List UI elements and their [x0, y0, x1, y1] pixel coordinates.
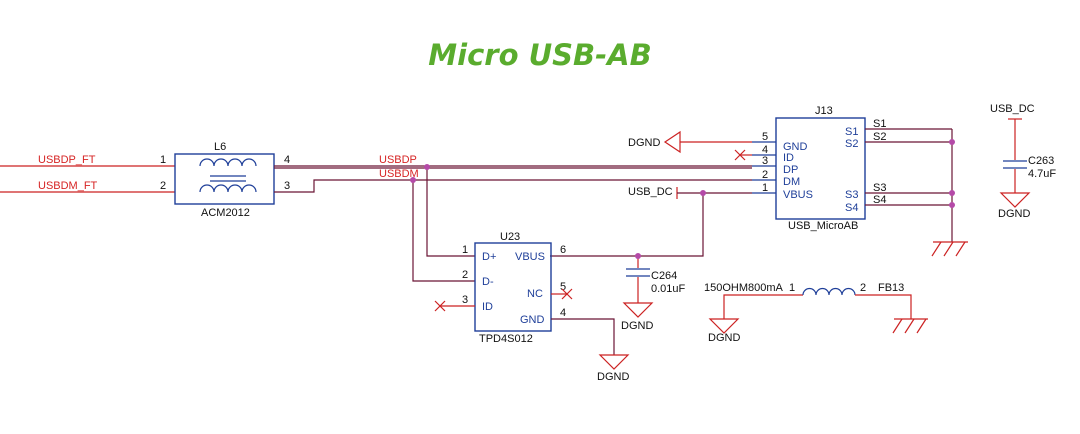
- dgnd-label-c263: DGND: [998, 208, 1030, 220]
- choke-l6: L6 ACM2012 1 2 3 4: [160, 141, 290, 219]
- u23-pin-6: 6: [560, 244, 566, 256]
- u23-pin-gnd: GND: [520, 314, 545, 326]
- l6-pin-4: 4: [284, 154, 290, 166]
- capacitor-c263: USB_DC C263 4.7uF DGND: [990, 103, 1056, 220]
- u23-pin-1: 1: [462, 244, 468, 256]
- j13-pin-dp: DP: [783, 164, 798, 176]
- u23-pin-dplus: D+: [482, 251, 496, 263]
- ground-symbol-u23: DGND: [597, 354, 630, 383]
- no-connect-j13-id: [734, 149, 752, 161]
- u23-pin-nc: NC: [527, 288, 543, 300]
- connector-j13: J13 USB_MicroAB 5 4 3 2 1 GND ID DP DM V…: [752, 105, 953, 242]
- u23-pin-2: 2: [462, 269, 468, 281]
- j13-pin-4: 4: [762, 144, 768, 156]
- fb13-pin-1: 1: [789, 282, 795, 294]
- fb13-pin-2: 2: [860, 282, 866, 294]
- net-usb-dc-vbus: USB_DC: [550, 186, 752, 257]
- page-title: Micro USB-AB: [428, 38, 652, 72]
- fb13-coil: [802, 287, 856, 296]
- j13-ref: J13: [815, 105, 833, 117]
- j13-pin-dm: DM: [783, 176, 800, 188]
- dgnd-label-c264: DGND: [621, 320, 653, 332]
- j13-pin-s4: S4: [845, 202, 858, 214]
- u23-pin-vbus: VBUS: [515, 251, 545, 263]
- j13-pin-s3: S3: [845, 189, 858, 201]
- junction-dot: [410, 177, 416, 183]
- net-usbdm: USBDM: [274, 168, 752, 282]
- u23-pin-3: 3: [462, 294, 468, 306]
- j13-body: [775, 117, 866, 220]
- c264-value: 0.01uF: [651, 283, 686, 295]
- ic-u23: U23 TPD4S012 1 2 3 D+ D- ID 6 5 4 VBUS N…: [434, 231, 615, 355]
- ground-icon: [999, 192, 1031, 208]
- junction-dot: [949, 190, 955, 196]
- c263-ref: C263: [1028, 155, 1054, 167]
- ground-icon: [622, 302, 654, 318]
- junction-dot: [635, 253, 641, 259]
- l6-pin-1: 1: [160, 154, 166, 166]
- capacitor-c264: C264 0.01uF DGND: [621, 256, 686, 332]
- j13-pin-3: 3: [762, 155, 768, 167]
- dgnd-label-j13: DGND: [628, 137, 660, 149]
- l6-coil-top: [199, 158, 257, 167]
- u23-pin-4: 4: [560, 307, 566, 319]
- j13-pin-s2: S2: [845, 138, 858, 150]
- net-label-usb-dc: USB_DC: [628, 186, 673, 198]
- fb13-value: 150OHM800mA: [704, 282, 784, 294]
- l6-value: ACM2012: [201, 207, 250, 219]
- junction-dot: [949, 202, 955, 208]
- u23-pin-id: ID: [482, 301, 493, 313]
- l6-ref: L6: [214, 141, 226, 153]
- j13-wire-s4: S4: [873, 194, 886, 206]
- net-label-usbdp-ft: USBDP_FT: [38, 154, 96, 166]
- j13-pin-gnd: GND: [783, 141, 808, 153]
- j13-value: USB_MicroAB: [788, 220, 858, 232]
- j13-pin-s1: S1: [845, 126, 858, 138]
- j13-pin-5: 5: [762, 131, 768, 143]
- j13-pin-1: 1: [762, 182, 768, 194]
- l6-pin-3: 3: [284, 180, 290, 192]
- junctions: [410, 139, 955, 259]
- j13-pin-id: ID: [783, 152, 794, 164]
- j13-wire-s1: S1: [873, 118, 886, 130]
- j13-pin-vbus: VBUS: [783, 189, 813, 201]
- chassis-ground-symbol: [931, 241, 968, 257]
- u23-body: [474, 242, 552, 332]
- dgnd-label-u23: DGND: [597, 371, 629, 383]
- net-label-usbdp: USBDP: [379, 154, 417, 166]
- fb13-ref: FB13: [878, 282, 904, 294]
- c263-value: 4.7uF: [1028, 168, 1056, 180]
- ground-arrow-icon: [663, 130, 681, 154]
- c264-ref: C264: [651, 270, 677, 282]
- u23-value: TPD4S012: [479, 333, 533, 345]
- net-usbdp: USBDP: [274, 154, 752, 257]
- u23-pin-5: 5: [560, 281, 566, 293]
- j13-gnd-to-dgnd: DGND: [628, 130, 752, 154]
- net-usbdm-ft: USBDM_FT: [0, 180, 175, 193]
- junction-dot: [949, 139, 955, 145]
- ground-icon: [598, 354, 630, 370]
- net-label-usb-dc-c263: USB_DC: [990, 103, 1035, 115]
- j13-pin-2: 2: [762, 169, 768, 181]
- l6-coil-bottom: [199, 184, 257, 193]
- junction-dot: [424, 164, 430, 170]
- u23-ref: U23: [500, 231, 520, 243]
- ferrite-bead-fb13: 150OHM800mA 1 2 FB13 DGND: [704, 282, 928, 344]
- u23-pin-dminus: D-: [482, 276, 494, 288]
- j13-wire-s3: S3: [873, 182, 886, 194]
- l6-pin-2: 2: [160, 180, 166, 192]
- dgnd-label-fb13: DGND: [708, 332, 740, 344]
- ground-icon: [708, 318, 740, 334]
- j13-wire-s2: S2: [873, 131, 886, 143]
- junction-dot: [700, 190, 706, 196]
- net-usbdp-ft: USBDP_FT: [0, 154, 175, 167]
- net-label-usbdm-ft: USBDM_FT: [38, 180, 98, 192]
- net-label-usbdm: USBDM: [379, 168, 419, 180]
- l6-body: [174, 153, 275, 205]
